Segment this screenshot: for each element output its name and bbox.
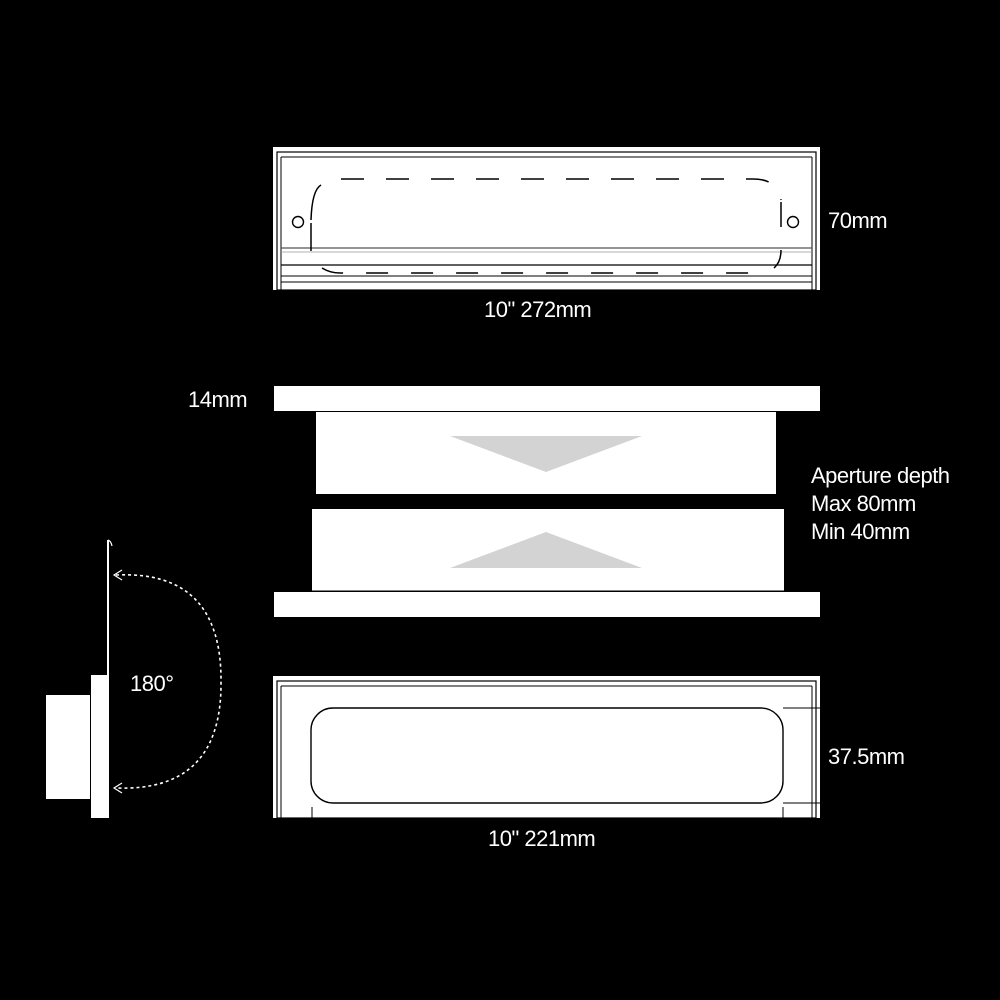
bottom-height-label: 37.5mm xyxy=(828,744,905,769)
screw-hole-right-icon xyxy=(786,215,800,229)
front-view-bottom xyxy=(273,676,820,819)
screw-hole-left-icon xyxy=(291,215,305,229)
arrow-up-icon xyxy=(450,532,642,568)
plate-thickness-label: 14mm xyxy=(188,387,248,412)
letter-opening xyxy=(310,707,784,804)
aperture-depth-min: Min 40mm xyxy=(811,519,910,544)
bottom-width-label: 10" 221mm xyxy=(488,826,596,851)
front-view-top xyxy=(273,147,820,291)
hinge-angle-label: 180° xyxy=(130,671,174,696)
aperture-depth-block: Aperture depth Max 80mm Min 40mm xyxy=(811,462,950,546)
top-height-label: 70mm xyxy=(828,208,888,233)
hinge-view xyxy=(46,539,222,818)
aperture-depth-max: Max 80mm xyxy=(811,491,916,516)
top-width-label: 10" 272mm xyxy=(484,297,592,322)
rotation-arc-icon xyxy=(115,574,222,789)
arrow-down-icon xyxy=(450,436,642,472)
depth-view xyxy=(274,386,820,617)
aperture-depth-title: Aperture depth xyxy=(811,463,950,488)
